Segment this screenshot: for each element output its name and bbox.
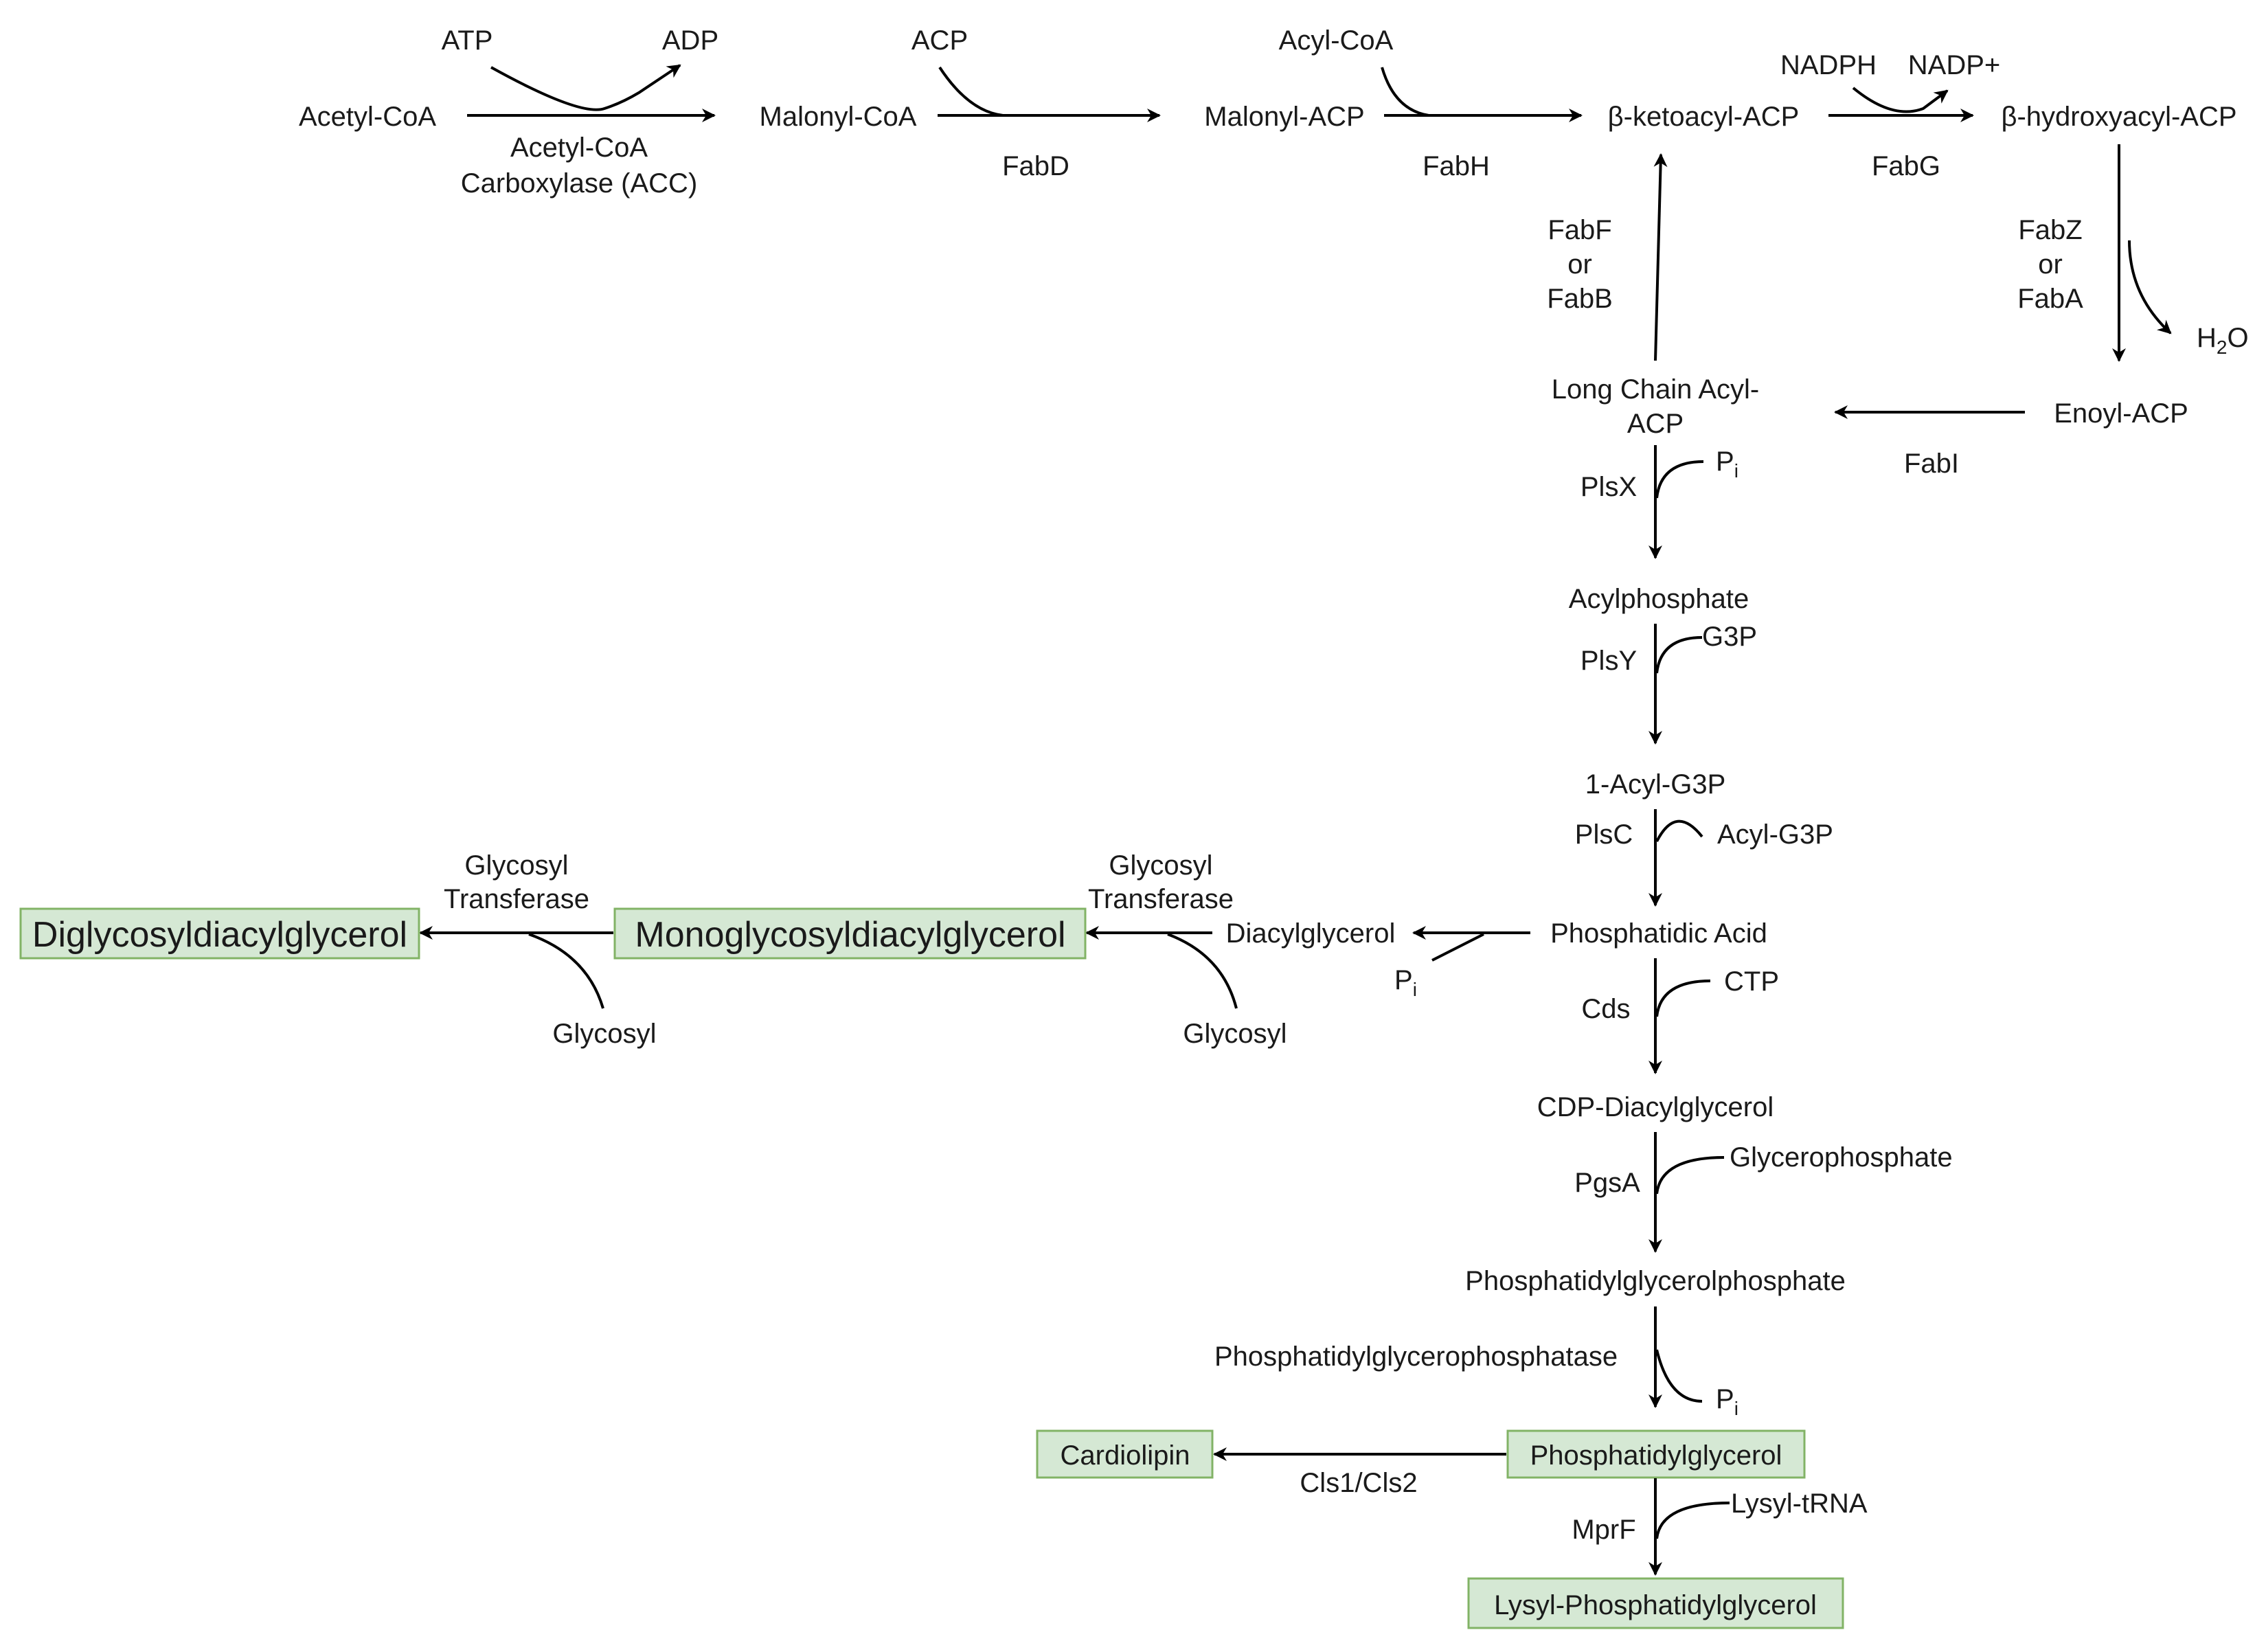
enzyme-plsx: PlsX [1580, 472, 1637, 502]
edge-acp-side [938, 66, 1004, 117]
enzyme-fabf-line1: FabF [1548, 215, 1611, 245]
enzyme-glycosyl-transferase-1-line1: Glycosyl [1109, 850, 1212, 881]
node-phosphatidic-acid: Phosphatidic Acid [1550, 918, 1767, 949]
node-diglycosyldiacylglycerol-label: Diglycosyldiacylglycerol [32, 915, 407, 955]
edge-nadph-side [1852, 87, 1949, 113]
node-acylphosphate: Acylphosphate [1569, 584, 1749, 614]
node-monoglycosyldiacylglycerol: Monoglycosyldiacylglycerol [613, 907, 1087, 960]
cofactor-glycosyl-1: Glycosyl [1183, 1019, 1287, 1049]
edge-pi-side-pgp [1655, 1349, 1703, 1403]
node-phosphatidylglycerol-label: Phosphatidylglycerol [1530, 1440, 1782, 1471]
enzyme-fabh: FabH [1423, 151, 1490, 181]
node-beta-hydroxyacyl-acp: β-hydroxyacyl-ACP [2001, 102, 2236, 132]
edge-glycerophosphate-side [1655, 1156, 1725, 1195]
enzyme-acc-line1: Acetyl-CoA [510, 133, 648, 163]
enzyme-plsy: PlsY [1580, 646, 1637, 676]
node-lysyl-phosphatidylglycerol: Lysyl-Phosphatidylglycerol [1467, 1577, 1844, 1629]
node-diacylglycerol: Diacylglycerol [1226, 918, 1396, 949]
cofactor-pi-pgp: Pi [1716, 1384, 1738, 1419]
node-long-chain-acyl-acp-line2: ACP [1627, 409, 1684, 439]
enzyme-glycosyl-transferase-2-line1: Glycosyl [464, 850, 568, 881]
edge-h2o-side [2128, 240, 2172, 335]
edge-glycosyl-side-1 [1167, 933, 1238, 1009]
node-phosphatidylglycerol: Phosphatidylglycerol [1506, 1429, 1806, 1479]
enzyme-fabg: FabG [1872, 151, 1940, 181]
node-cardiolipin-label: Cardiolipin [1061, 1440, 1190, 1471]
enzyme-pgp-phosphatase: Phosphatidylglycerophosphatase [1214, 1342, 1618, 1372]
enzyme-plsc: PlsC [1575, 819, 1633, 850]
node-malonyl-coa: Malonyl-CoA [760, 102, 917, 132]
enzyme-fabd: FabD [1002, 151, 1069, 181]
enzyme-glycosyl-transferase-2-line2: Transferase [444, 884, 589, 914]
node-diglycosyldiacylglycerol: Diglycosyldiacylglycerol [19, 907, 420, 960]
enzyme-fabz-line2: or [2038, 249, 2063, 280]
node-cdp-diacylglycerol: CDP-Diacylglycerol [1537, 1092, 1774, 1122]
enzyme-acc-line2: Carboxylase (ACC) [461, 168, 698, 199]
cofactor-lysyl-trna: Lysyl-tRNA [1731, 1489, 1868, 1519]
enzyme-fabf-line2: or [1567, 249, 1592, 280]
edge-pi-side-dag [1431, 933, 1484, 962]
cofactor-glycosyl-2: Glycosyl [552, 1019, 656, 1049]
node-acetyl-coa: Acetyl-CoA [299, 102, 436, 132]
enzyme-cds: Cds [1581, 994, 1630, 1024]
node-enoyl-acp: Enoyl-ACP [2054, 398, 2188, 429]
node-monoglycosyldiacylglycerol-label: Monoglycosyldiacylglycerol [635, 915, 1065, 955]
cofactor-pi-plsx: Pi [1716, 446, 1738, 482]
edge-pi-side-plsx [1655, 460, 1704, 499]
cofactor-g3p: G3P [1702, 622, 1757, 652]
cofactor-adp: ADP [662, 25, 718, 56]
enzyme-cls: Cls1/Cls2 [1300, 1468, 1417, 1498]
edge-lysyl-trna-side [1655, 1502, 1730, 1539]
cofactor-acyl-g3p: Acyl-G3P [1717, 819, 1833, 850]
cofactor-nadph: NADPH [1780, 50, 1877, 80]
node-long-chain-acyl-acp-line1: Long Chain Acyl- [1552, 374, 1759, 405]
cofactor-h2o: H2O [2197, 323, 2249, 358]
enzyme-glycosyl-transferase-1-line2: Transferase [1088, 884, 1234, 914]
cofactor-glycerophosphate: Glycerophosphate [1730, 1142, 1953, 1173]
edge-longchain-to-ketoacyl [1653, 153, 1668, 361]
enzyme-pgsa: PgsA [1574, 1168, 1640, 1198]
node-malonyl-acp: Malonyl-ACP [1204, 102, 1364, 132]
cofactor-acyl-coa: Acyl-CoA [1279, 25, 1394, 56]
enzyme-fabz-line3: FabA [2017, 284, 2083, 314]
node-phosphatidylglycerolphosphate: Phosphatidylglycerolphosphate [1465, 1266, 1846, 1296]
edge-acyl-g3p-side [1655, 819, 1703, 842]
enzyme-mprf: MprF [1572, 1515, 1635, 1545]
cofactor-nadp-plus: NADP+ [1908, 50, 2001, 80]
edge-ctp-side [1655, 980, 1711, 1017]
cofactor-atp: ATP [442, 25, 493, 56]
node-lysyl-phosphatidylglycerol-label: Lysyl-Phosphatidylglycerol [1494, 1590, 1817, 1620]
edge-glycosyl-side-2 [528, 933, 604, 1009]
edge-g3p-side [1655, 636, 1703, 674]
node-cardiolipin: Cardiolipin [1036, 1429, 1214, 1479]
cofactor-ctp: CTP [1724, 966, 1779, 997]
cofactor-acp: ACP [911, 25, 968, 56]
node-beta-ketoacyl-acp: β-ketoacyl-ACP [1608, 102, 1800, 132]
edge-acylcoa-side [1381, 67, 1429, 117]
enzyme-fabf-line3: FabB [1547, 284, 1613, 314]
cofactor-pi-dag: Pi [1394, 965, 1417, 1000]
enzyme-fabi: FabI [1904, 449, 1959, 479]
enzyme-fabz-line1: FabZ [2018, 215, 2082, 245]
node-1-acyl-g3p: 1-Acyl-G3P [1585, 769, 1726, 800]
edge-atp-adp-side [490, 64, 681, 111]
